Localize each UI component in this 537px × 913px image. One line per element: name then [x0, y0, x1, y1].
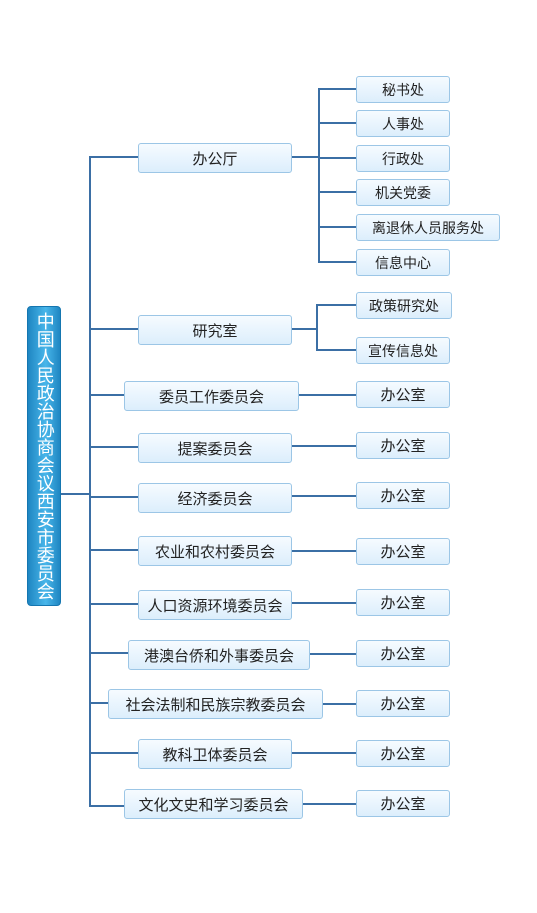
root-node: 中国人民政治协商会议西安市委员会: [27, 306, 61, 606]
sub-office: 办公室: [356, 538, 450, 565]
sub-personnel: 人事处: [356, 110, 450, 137]
sub-office: 办公室: [356, 690, 450, 717]
dept-general-office: 办公厅: [138, 143, 292, 173]
sub-office: 办公室: [356, 482, 450, 509]
sub-information-center: 信息中心: [356, 249, 450, 276]
sub-secretariat: 秘书处: [356, 76, 450, 103]
dept-culture-history-committee: 文化文史和学习委员会: [124, 789, 303, 819]
sub-office: 办公室: [356, 790, 450, 817]
sub-office: 办公室: [356, 432, 450, 459]
dept-hk-macao-taiwan-committee: 港澳台侨和外事委员会: [128, 640, 310, 670]
dept-economic-committee: 经济委员会: [138, 483, 292, 513]
dept-member-affairs-committee: 委员工作委员会: [124, 381, 299, 411]
dept-proposals-committee: 提案委员会: [138, 433, 292, 463]
sub-party-committee: 机关党委: [356, 179, 450, 206]
sub-retiree-services: 离退休人员服务处: [356, 214, 500, 241]
dept-social-law-ethnic-committee: 社会法制和民族宗教委员会: [108, 689, 323, 719]
sub-administration: 行政处: [356, 145, 450, 172]
sub-office: 办公室: [356, 589, 450, 616]
sub-office: 办公室: [356, 381, 450, 408]
sub-office: 办公室: [356, 640, 450, 667]
sub-publicity-info: 宣传信息处: [356, 337, 450, 364]
dept-research-office: 研究室: [138, 315, 292, 345]
dept-population-environment-committee: 人口资源环境委员会: [138, 590, 292, 620]
dept-education-science-committee: 教科卫体委员会: [138, 739, 292, 769]
sub-policy-research: 政策研究处: [356, 292, 452, 319]
dept-agriculture-committee: 农业和农村委员会: [138, 536, 292, 566]
sub-office: 办公室: [356, 740, 450, 767]
